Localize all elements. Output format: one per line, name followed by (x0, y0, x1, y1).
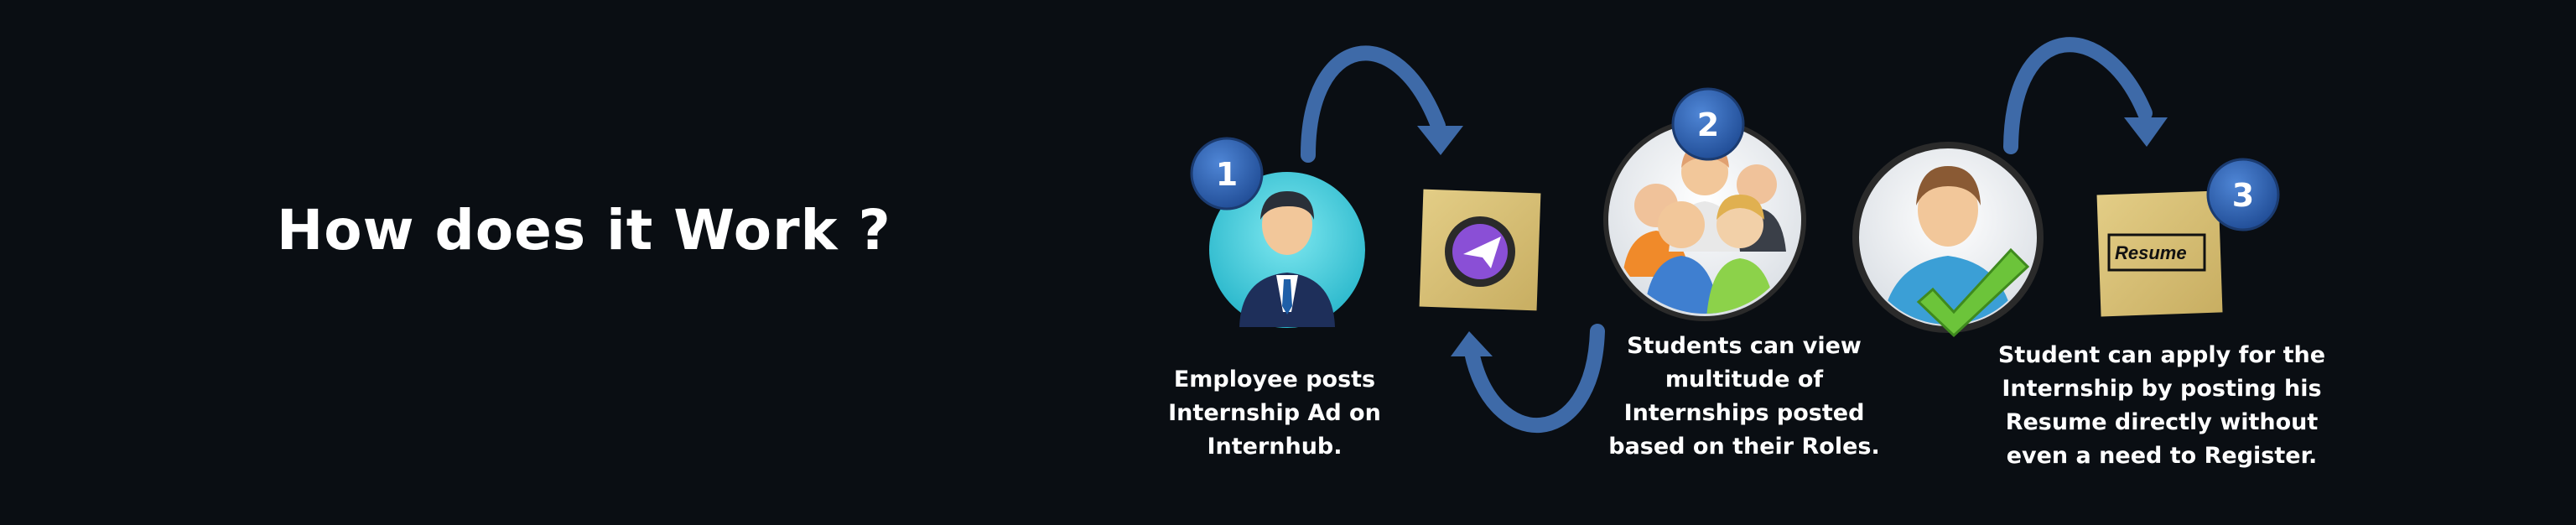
paper-plane-note-icon (1419, 189, 1541, 311)
paper-plane-icon (1463, 237, 1501, 268)
employer-icon (1209, 172, 1365, 328)
step-3-caption: Student can apply for the Internship by … (1997, 342, 2326, 469)
students-group-icon (1603, 118, 1806, 321)
step-1-badge: 1 (1190, 137, 1264, 211)
resume-note-icon: Resume (2096, 190, 2223, 317)
checkmark-icon (1916, 247, 2030, 338)
step-1-caption: Employee posts Internship Ad on Internhu… (1168, 366, 1381, 460)
step-2-badge: 2 (1671, 87, 1745, 161)
step-2-caption: Students can view multitude of Internshi… (1608, 333, 1880, 460)
step-3-badge: 3 (2206, 158, 2280, 231)
flow-arrow-top-3 (2003, 37, 2168, 154)
svg-text:3: 3 (2232, 177, 2254, 214)
svg-text:Resume: Resume (2115, 242, 2187, 263)
page-title: How does it Work ? (277, 198, 891, 262)
svg-text:1: 1 (1216, 156, 1238, 193)
flow-arrow-bottom-2 (1451, 324, 1605, 433)
flow-arrow-top-1 (1301, 45, 1463, 163)
student-icon (1852, 142, 2044, 338)
svg-text:2: 2 (1697, 107, 1719, 143)
